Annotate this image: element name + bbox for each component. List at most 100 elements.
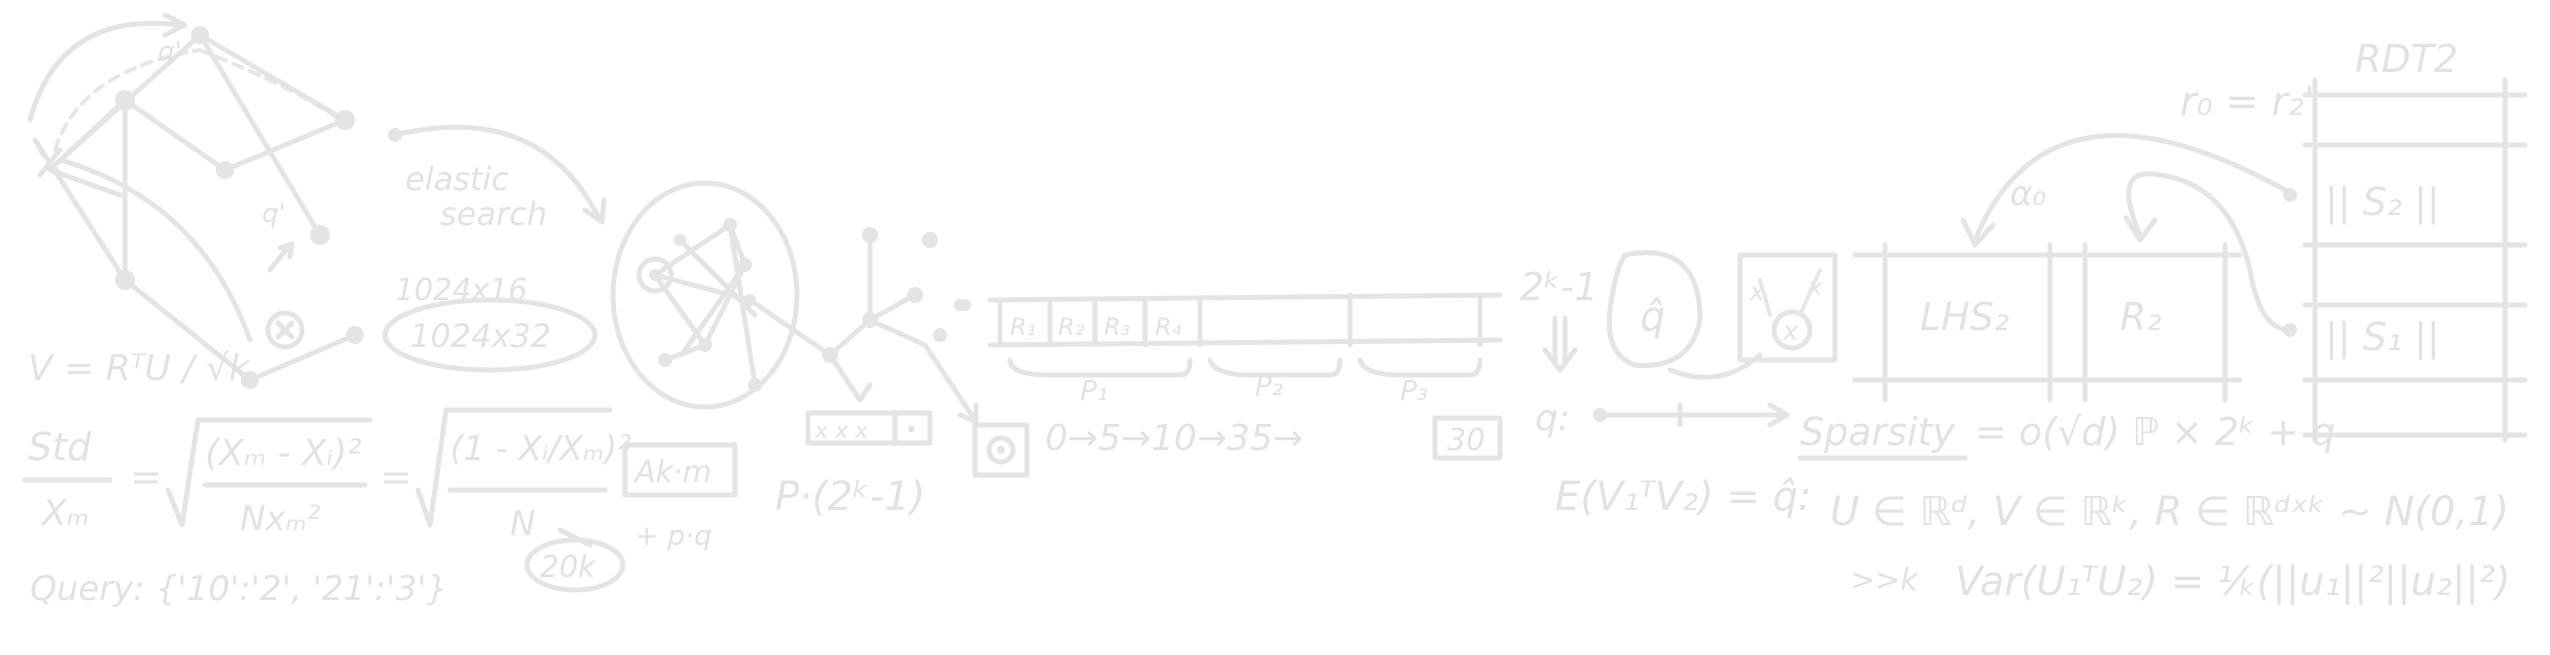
node (674, 234, 686, 246)
strip-dividers (997, 292, 1483, 348)
thirty-box (1432, 415, 1503, 461)
r4: R₄ (1155, 313, 1182, 341)
lhs2: LHS₂ (1920, 295, 2009, 339)
target-ring (986, 435, 1016, 465)
expectation: E(V₁ᵀV₂) = q̂: (1555, 474, 1811, 520)
sparsity-rest: = o(√d) ℙ × 2ᵏ + q (1975, 410, 2335, 454)
r3: R₃ (1104, 313, 1130, 341)
xxx-box (805, 410, 933, 446)
s2-label: || S₂ || (2325, 180, 2440, 225)
node (658, 353, 672, 367)
std-formula: Std Xₘ = (Xₘ - Xᵢ)² Nxₘ² = (1 - Xᵢ/Xₘ)² … (22, 407, 738, 593)
node (2283, 323, 2297, 337)
circled-x-label: x (1782, 317, 1799, 347)
arc-to-x (57, 157, 253, 343)
node (723, 218, 737, 232)
partition-strip: R₁ R₂ R₃ R₄ P₁ P₂ P₃ (954, 292, 1503, 407)
circled-x (1771, 309, 1813, 351)
brace-p1 (1007, 357, 1193, 378)
sqrt-left (165, 417, 373, 528)
q-hat-blob (1606, 250, 1703, 368)
p3: P₃ (1400, 374, 1428, 407)
node (2283, 188, 2297, 202)
sqrt-right (415, 407, 613, 528)
rdt2: RDT2 (2355, 37, 2458, 81)
var-formula: Var(U₁ᵀU₂) = ¹⁄ₖ(||u₁||²||u₂||²) (1955, 559, 2511, 605)
x-mark-left (37, 147, 63, 178)
curve-to-lhs (1972, 133, 2288, 243)
node (115, 270, 135, 290)
q-arrow (1597, 402, 1790, 428)
plus-pq: + p·q (635, 519, 712, 552)
ladder-rails (2312, 77, 2508, 443)
graph-edges-lower (122, 97, 358, 383)
brace-p3 (1357, 357, 1483, 378)
node (241, 371, 259, 389)
node (388, 128, 402, 142)
curve-r2 (2126, 171, 2293, 333)
r0-eq: r₀ = r₂' (2180, 79, 2315, 125)
double-arrow-down (1542, 315, 1578, 373)
cluster-edges (652, 222, 833, 388)
dashed-path-top (53, 48, 202, 152)
node (907, 287, 923, 303)
q-prime-top: q' (158, 37, 182, 67)
p2: P₂ (1255, 369, 1283, 402)
arrowhead (847, 382, 873, 403)
xxx-label: x x x (814, 419, 869, 444)
node (1593, 408, 1607, 422)
node (933, 328, 947, 342)
graph-edge-diagonal (197, 32, 323, 238)
r2-box-label: R₂ (2120, 295, 2162, 339)
ladder-rungs (2302, 92, 2528, 438)
dims-ellipse (382, 297, 598, 373)
alpha0: α₀ (2010, 174, 2046, 214)
equals: = (130, 455, 162, 499)
query-text: Query: {'10':'2', '21':'3'} (30, 569, 448, 609)
node (216, 161, 234, 179)
cluster-network (610, 180, 979, 425)
q-hat: q̂ (1640, 294, 1665, 340)
graph-edges-upper (52, 32, 348, 173)
node (954, 299, 966, 311)
spaces-formula: U ∈ ℝᵈ, V ∈ ℝᵏ, R ∈ ℝᵈˣᵏ ~ N(0,1) (1830, 489, 2509, 535)
thirty: 30 (1447, 423, 1485, 458)
search-label: search (440, 195, 547, 233)
strip-borders (987, 292, 1503, 348)
ak-box (622, 442, 738, 498)
node (862, 227, 878, 243)
node (346, 326, 364, 344)
sparsity-label: Sparsity (1800, 410, 1955, 454)
node (191, 26, 209, 44)
node (997, 446, 1005, 454)
circled-x-node (265, 310, 305, 350)
var-prefix: >>k (1850, 563, 1919, 598)
arrowhead (1960, 217, 1996, 248)
node (310, 225, 330, 245)
x-box (1737, 252, 1838, 363)
node (822, 347, 838, 363)
r1: R₁ (1010, 313, 1036, 341)
s1-label: || S₁ || (2325, 315, 2440, 360)
arrow-to-target (922, 342, 979, 425)
v-formula: V = RᵀU / √k (28, 348, 252, 389)
r2: R₂ (1058, 313, 1085, 341)
equals: = (380, 455, 412, 499)
lhs-r2-table: LHS₂ R₂ α₀ (1852, 133, 2293, 403)
node (115, 90, 135, 110)
rdt2-ladder: RDT2 r₀ = r₂' || S₂ || || S₁ || (2180, 37, 2528, 443)
small-arrow (557, 527, 593, 548)
q-prime-mid: q' (262, 199, 286, 229)
elastic-label: elastic (405, 160, 509, 198)
p-times: P·(2ᵏ-1) (775, 474, 925, 520)
table-dividers (1882, 242, 2228, 403)
std-mid-den: Nxₘ² (240, 499, 321, 539)
std-top: Std (28, 425, 92, 469)
std-mid-num: (Xₘ - Xᵢ)² (205, 433, 362, 474)
std-rhs-den: N (510, 504, 535, 544)
ak-label: Ak·m (633, 455, 712, 490)
small-arrow-q (267, 241, 295, 273)
elastic-arrowhead (582, 197, 607, 225)
p1: P₁ (1080, 374, 1108, 407)
